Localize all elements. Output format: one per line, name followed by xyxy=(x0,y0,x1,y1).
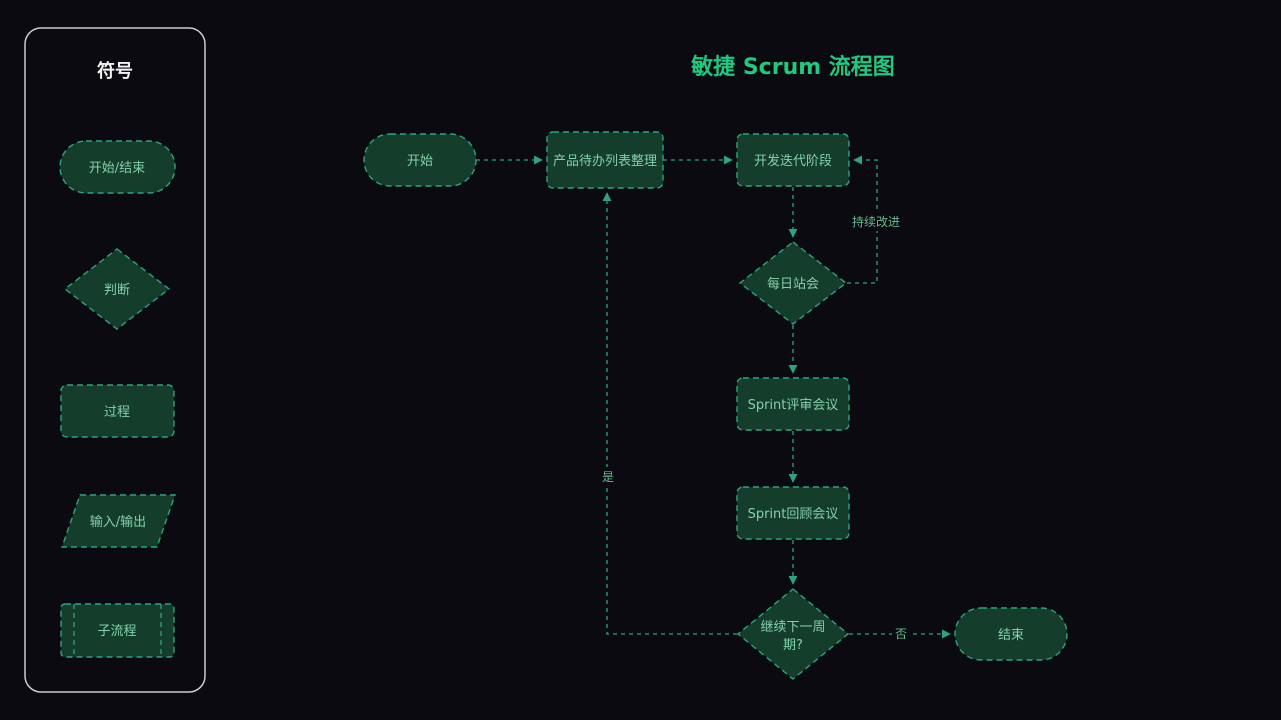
node-backlog-grooming: 产品待办列表整理 xyxy=(546,131,664,189)
node-standup-shape xyxy=(738,241,848,325)
node-start: 开始 xyxy=(363,133,477,187)
legend-item-subprocess: 子流程 xyxy=(60,603,175,658)
legend-subprocess-shape xyxy=(60,603,175,658)
edge-label-yes-bg xyxy=(599,467,617,486)
node-continue-label-line2: 期? xyxy=(783,638,803,653)
edge-label-no: 否 xyxy=(892,624,910,643)
node-end-label: 结束 xyxy=(998,628,1024,643)
node-sprint-review: Sprint评审会议 xyxy=(736,377,850,431)
node-review-shape xyxy=(736,377,850,431)
edge-continue-yes-to-backlog xyxy=(602,192,737,635)
edge-label-improve-bg xyxy=(850,212,903,231)
nodes-layer: 开始 产品待办列表整理 开发迭代阶段 每日站会 Sprint评审会议 Sprin… xyxy=(363,131,1068,680)
legend-subprocess-label: 子流程 xyxy=(97,624,136,639)
node-continue-label-line1: 继续下一周 xyxy=(760,620,825,635)
edge-label-no-text: 否 xyxy=(895,627,907,641)
node-dev-shape xyxy=(736,133,850,187)
edge-label-yes-text: 是 xyxy=(602,470,614,484)
node-continue-next-cycle: 继续下一周 期? xyxy=(736,588,850,680)
legend-panel: 符号 开始/结束 判断 过程 输入/输出 子流程 xyxy=(24,27,206,693)
legend-io-label: 输入/输出 xyxy=(90,514,146,530)
legend-process-label: 过程 xyxy=(104,405,130,420)
node-daily-standup: 每日站会 xyxy=(738,241,848,325)
legend-diamond-label: 判断 xyxy=(104,283,130,298)
node-standup-label: 每日站会 xyxy=(767,276,819,292)
node-continue-shape xyxy=(736,588,850,680)
node-end-shape xyxy=(954,607,1068,661)
legend-item-stadium: 开始/结束 xyxy=(59,140,176,194)
node-end: 结束 xyxy=(954,607,1068,661)
node-retro-shape xyxy=(736,486,850,540)
legend-stadium-shape xyxy=(59,140,176,194)
node-dev-iteration: 开发迭代阶段 xyxy=(736,133,850,187)
edges-layer: 持续改进 是 否 xyxy=(476,155,951,643)
node-backlog-label: 产品待办列表整理 xyxy=(553,154,657,169)
node-start-shape xyxy=(363,133,477,187)
node-sprint-retro: Sprint回顾会议 xyxy=(736,486,850,540)
page-title: 敏捷 Scrum 流程图 xyxy=(690,54,895,80)
legend-diamond-shape xyxy=(63,248,171,330)
edge-label-yes: 是 xyxy=(599,467,617,486)
edge-label-improve: 持续改进 xyxy=(850,212,903,231)
legend-io-shape xyxy=(61,494,176,548)
legend-panel-border xyxy=(24,27,206,693)
node-start-label: 开始 xyxy=(407,154,433,169)
node-retro-label: Sprint回顾会议 xyxy=(748,507,839,522)
legend-process-shape xyxy=(60,384,175,438)
node-backlog-shape xyxy=(546,131,664,189)
legend-stadium-label: 开始/结束 xyxy=(89,161,145,176)
legend-item-io: 输入/输出 xyxy=(61,494,176,548)
legend-item-diamond: 判断 xyxy=(63,248,171,330)
node-review-label: Sprint评审会议 xyxy=(748,398,839,413)
node-dev-label: 开发迭代阶段 xyxy=(754,153,832,169)
edge-label-improve-text: 持续改进 xyxy=(852,214,900,229)
legend-item-process: 过程 xyxy=(60,384,175,438)
legend-title: 符号 xyxy=(97,60,133,82)
edge-label-no-bg xyxy=(892,624,910,643)
